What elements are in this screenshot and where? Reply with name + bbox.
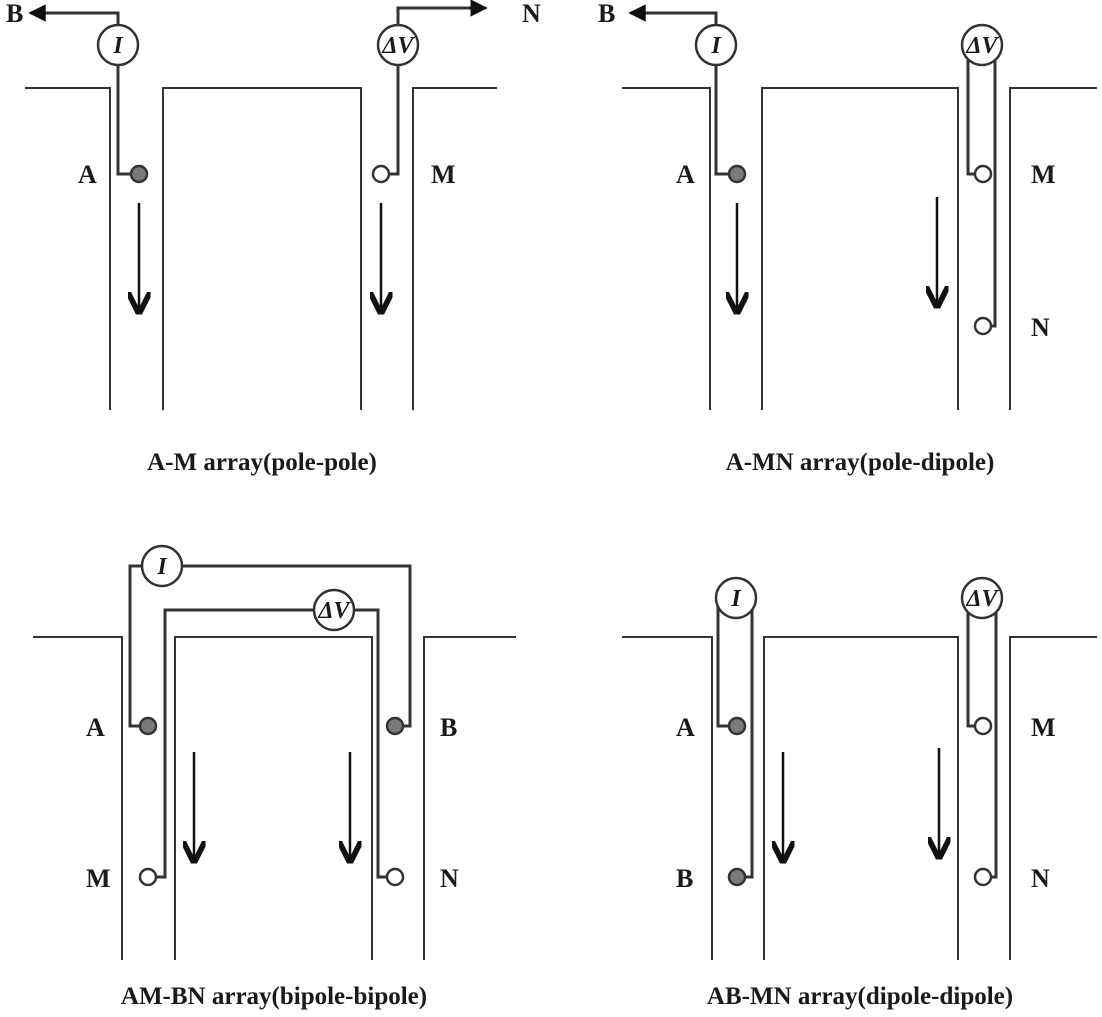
ground-surface — [622, 636, 1097, 960]
label-m: M — [1031, 713, 1056, 742]
potential-wire — [388, 6, 475, 176]
meter-label-i: I — [730, 586, 742, 612]
electrode-a — [138, 716, 158, 736]
label-a: A — [78, 160, 97, 189]
voltage-meter: ΔV — [960, 576, 1004, 620]
label-n: N — [522, 0, 541, 28]
electrode-b — [727, 867, 747, 887]
electrode-a — [727, 716, 747, 736]
meter-label-dv: ΔV — [317, 598, 351, 624]
electrode-n — [973, 867, 993, 887]
current-meter: I — [694, 23, 738, 67]
panel-pole-pole: I ΔV B N A M A-M array(pole-pole) — [6, 0, 541, 476]
electrode-b — [385, 716, 405, 736]
current-wire — [716, 604, 754, 879]
panel-caption: AB-MN array(dipole-dipole) — [707, 983, 1013, 1010]
voltage-meter: ΔV — [376, 23, 420, 67]
label-b: B — [6, 0, 23, 28]
current-wire — [128, 564, 412, 728]
electrode-m — [973, 716, 993, 736]
meter-label-i: I — [156, 554, 168, 580]
label-m: M — [431, 160, 456, 189]
label-b: B — [676, 864, 693, 893]
meter-label-dv: ΔV — [965, 33, 999, 59]
label-a: A — [676, 713, 695, 742]
label-m: M — [86, 864, 111, 893]
voltage-meter: ΔV — [312, 588, 356, 632]
electrode-n — [385, 867, 405, 887]
electrode-m — [371, 164, 391, 184]
label-n: N — [1031, 313, 1050, 342]
ground-surface — [33, 636, 516, 960]
ground-surface — [25, 87, 497, 410]
electrode-a — [727, 164, 747, 184]
electrode-n — [973, 316, 993, 336]
electrode-a — [129, 164, 149, 184]
label-m: M — [1031, 160, 1056, 189]
label-n: N — [1031, 864, 1050, 893]
panel-caption: A-M array(pole-pole) — [147, 449, 377, 476]
potential-wire — [966, 604, 998, 879]
panel-bipole-bipole: I ΔV A B M N AM-BN array(bipole-bipole) — [33, 544, 516, 1010]
panel-dipole-dipole: I ΔV A M B N AB-MN array(dipole-dipole) — [622, 576, 1097, 1010]
label-a: A — [676, 160, 695, 189]
panel-caption: A-MN array(pole-dipole) — [726, 449, 995, 476]
electrode-m — [973, 164, 993, 184]
potential-wire — [153, 608, 386, 879]
meter-label-dv: ΔV — [381, 33, 415, 59]
current-meter: I — [714, 576, 758, 620]
meter-label-dv: ΔV — [965, 586, 999, 612]
electrode-m — [138, 867, 158, 887]
ground-surface — [622, 87, 1097, 410]
panel-pole-dipole: I ΔV B A M N A-MN array(pole-dipole) — [598, 0, 1097, 476]
label-n: N — [440, 864, 459, 893]
voltage-meter: ΔV — [960, 23, 1004, 67]
potential-wire — [966, 55, 997, 328]
meter-label-i: I — [710, 33, 722, 59]
panel-caption: AM-BN array(bipole-bipole) — [121, 983, 427, 1010]
label-a: A — [86, 713, 105, 742]
current-meter: I — [96, 23, 140, 67]
label-b: B — [440, 713, 457, 742]
current-meter: I — [140, 544, 184, 588]
label-b: B — [598, 0, 615, 28]
meter-label-i: I — [112, 33, 124, 59]
